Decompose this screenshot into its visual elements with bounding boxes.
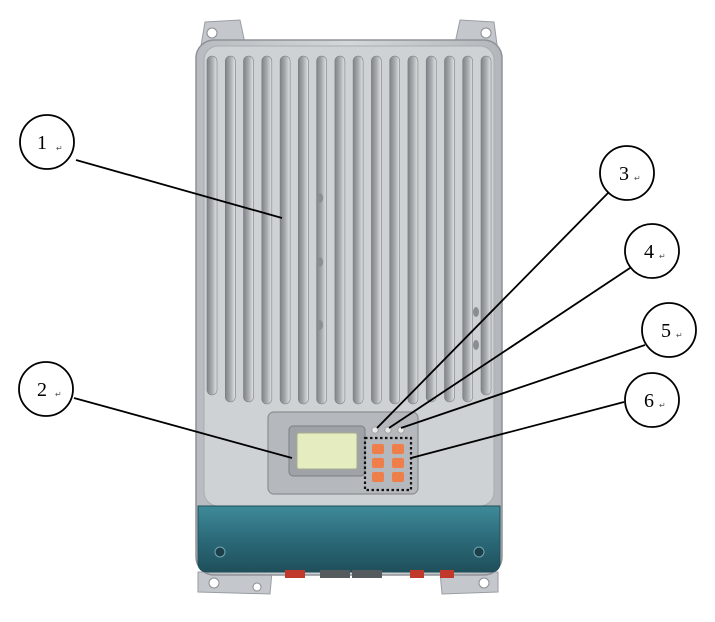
svg-text:↵: ↵	[659, 252, 666, 261]
heat-sink-fin	[225, 55, 236, 403]
key-2	[392, 444, 404, 454]
svg-text:5: 5	[661, 320, 671, 342]
svg-text:↵: ↵	[659, 401, 666, 410]
heat-sink-fin	[243, 55, 254, 403]
leader-line-4	[388, 265, 634, 429]
key-4	[392, 458, 404, 468]
leader-line-2	[73, 397, 293, 459]
svg-text:2: 2	[37, 379, 47, 401]
heat-sink-fin	[316, 55, 327, 405]
leader-line-5	[400, 344, 646, 429]
svg-text:↵: ↵	[634, 174, 641, 183]
svg-text:↵: ↵	[676, 331, 683, 340]
screw-right	[473, 546, 485, 558]
led-indicator-1	[371, 426, 379, 434]
keypad-highlight-box	[363, 436, 413, 492]
heat-sink-fin	[389, 55, 401, 405]
leader-line-3	[376, 192, 609, 429]
svg-text:4: 4	[644, 241, 654, 263]
terminal-connectors	[285, 570, 454, 578]
heat-sink-fin	[334, 55, 346, 405]
key-6	[392, 472, 404, 482]
vent-dots	[317, 193, 479, 350]
heat-sink-fin	[462, 55, 474, 403]
svg-text:↵: ↵	[55, 390, 62, 399]
key-1	[372, 444, 384, 454]
heat-sink-fin	[279, 55, 291, 405]
callout-5: 5 ↵	[641, 302, 697, 358]
heat-sink-fin	[297, 55, 309, 405]
heat-sink-fin	[444, 55, 455, 403]
svg-text:3: 3	[619, 163, 629, 185]
callout-2: 2 ↵	[18, 361, 74, 417]
heat-sink-fins	[206, 55, 492, 405]
svg-text:1: 1	[37, 132, 47, 154]
key-5	[372, 472, 384, 482]
bottom-right-mounting-tab	[439, 571, 499, 595]
heat-sink-fin	[480, 55, 492, 396]
heat-sink-fin	[407, 55, 419, 405]
leader-lines	[73, 159, 646, 459]
heat-sink-fin	[425, 55, 437, 403]
leader-line-1	[75, 159, 283, 219]
callout-1: 1 ↵	[19, 114, 75, 170]
svg-text:6: 6	[644, 390, 654, 412]
heat-sink-fin	[371, 55, 382, 405]
heat-sink-fin	[261, 55, 273, 405]
key-3	[372, 458, 384, 468]
callout-4: 4 ↵	[624, 223, 680, 279]
callout-6: 6 ↵	[624, 372, 680, 428]
heat-sink-fin	[352, 55, 364, 405]
callout-3: 3 ↵	[599, 145, 655, 201]
heat-sink-fin	[206, 55, 218, 396]
svg-text:↵: ↵	[56, 144, 63, 153]
lcd-screen	[296, 432, 358, 470]
leader-line-6	[410, 401, 625, 459]
screw-left	[214, 546, 226, 558]
terminal-cover-band	[197, 505, 501, 573]
